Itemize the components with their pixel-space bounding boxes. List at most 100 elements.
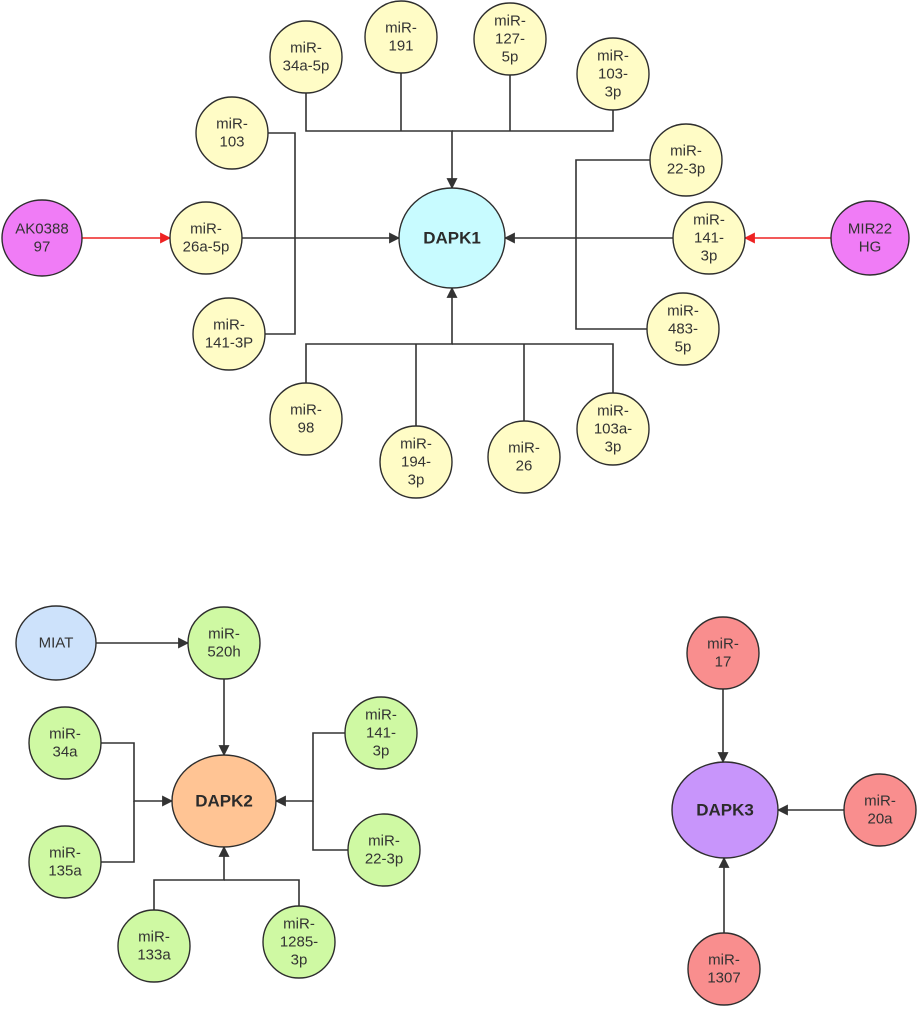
node-mir34a-circle: [28, 706, 102, 780]
node-mir22hg-label-line: MIR22: [848, 221, 892, 238]
node-mir1033p-label-line: 103-: [598, 66, 628, 83]
node-mir17[interactable]: miR-17: [686, 616, 760, 690]
edge-mir12853p-to-dapk2: [224, 879, 300, 906]
node-mir12853p-label-line: 3p: [291, 952, 308, 969]
node-mir1413p_c2-circle: [344, 696, 418, 770]
node-mir141_3p_left[interactable]: miR-141-3P: [192, 297, 266, 371]
edge-mir34a5p-to-dapk1: [305, 93, 458, 190]
node-mir1413p_right-circle: [672, 201, 746, 275]
node-mir26a5p[interactable]: miR-26a-5p: [169, 201, 243, 275]
node-mir223p_c2[interactable]: miR-22-3p: [347, 813, 421, 887]
node-mir26a5p-circle: [169, 201, 243, 275]
edge-mir135a-to-dapk2: [101, 801, 135, 863]
node-mir103[interactable]: miR-103: [195, 96, 269, 170]
node-mir1033p[interactable]: miR-103-3p: [576, 37, 650, 111]
node-mir103a3p-label-line: 3p: [605, 439, 622, 456]
node-mir17-label-line: miR-: [707, 636, 739, 653]
node-mir133a-label-line: miR-: [138, 929, 170, 946]
node-mir135a-label-line: miR-: [49, 845, 81, 862]
node-mir1307-label-line: miR-: [708, 952, 740, 969]
node-mir1943p[interactable]: miR-194-3p: [379, 425, 453, 499]
node-dapk2[interactable]: DAPK2: [171, 754, 277, 848]
node-mir1307-label-line: 1307: [707, 970, 740, 987]
edge-mir103-to-dapk1: [268, 132, 296, 238]
node-dapk3-label-line: DAPK3: [696, 801, 754, 820]
node-mir223p_c2-label-line: 22-3p: [365, 851, 403, 868]
node-mir1413p_right-label-line: 3p: [701, 248, 718, 265]
node-miat[interactable]: MIAT: [15, 605, 97, 681]
node-mir20a[interactable]: miR-20a: [843, 773, 917, 847]
node-mir1033p-label-line: miR-: [597, 48, 629, 65]
node-mir12853p-label-line: miR-: [283, 916, 315, 933]
node-mir191[interactable]: miR-191: [364, 0, 438, 74]
node-mir17-circle: [686, 616, 760, 690]
node-mir12853p-label-line: 1285-: [280, 934, 318, 951]
node-mir1943p-label-line: 194-: [401, 454, 431, 471]
node-mir103a3p[interactable]: miR-103a-3p: [576, 392, 650, 466]
node-ak038897-circle: [1, 199, 83, 277]
node-mir1413p_right[interactable]: miR-141-3p: [672, 201, 746, 275]
edge-mir4835p-to-dapk1: [575, 238, 647, 330]
edges: [82, 73, 844, 933]
node-mir1275p-label-line: 127-: [495, 31, 525, 48]
edge-mir223p_right-to-dapk1: [575, 159, 650, 238]
node-dapk2-circle: [171, 754, 277, 848]
node-mir98-label-line: miR-: [290, 402, 322, 419]
node-mir34a-label-line: miR-: [49, 726, 81, 743]
node-mir191-circle: [364, 0, 438, 74]
node-mir1413p_c2-label-line: 3p: [373, 743, 390, 760]
node-mir1275p-circle: [473, 2, 547, 76]
edge-mir98-to-dapk1: [305, 286, 458, 383]
node-miat-label-line: MIAT: [39, 635, 74, 652]
node-mir20a-label-line: miR-: [864, 793, 896, 810]
node-dapk1[interactable]: DAPK1: [398, 187, 506, 289]
node-mir520h[interactable]: miR-520h: [187, 606, 261, 680]
node-mir223p_right[interactable]: miR-22-3p: [649, 123, 723, 197]
node-mir17-label-line: 17: [715, 654, 732, 671]
edge-mir141_3p_left-to-dapk1: [265, 238, 296, 335]
node-mir34a[interactable]: miR-34a: [28, 706, 102, 780]
node-mir98[interactable]: miR-98: [269, 382, 343, 456]
node-mir12853p[interactable]: miR-1285-3p: [262, 905, 336, 979]
node-miat-circle: [15, 605, 97, 681]
node-mir20a-circle: [843, 773, 917, 847]
node-mir141_3p_left-label-line: miR-: [213, 317, 245, 334]
node-dapk1-circle: [398, 187, 506, 289]
node-mir1275p-label-line: 5p: [502, 49, 519, 66]
node-dapk3[interactable]: DAPK3: [671, 761, 779, 859]
node-mir1413p_c2-label-line: miR-: [365, 707, 397, 724]
node-mir26[interactable]: miR-26: [487, 420, 561, 494]
node-mir4835p-label-line: 483-: [668, 321, 698, 338]
node-mir1275p[interactable]: miR-127-5p: [473, 2, 547, 76]
node-mir103-circle: [195, 96, 269, 170]
node-dapk1-label-line: DAPK1: [423, 229, 481, 248]
node-mir135a[interactable]: miR-135a: [28, 825, 102, 899]
node-mir191-label-line: 191: [388, 38, 413, 55]
node-mir4835p[interactable]: miR-483-5p: [646, 292, 720, 366]
node-mir1033p-label-line: 3p: [605, 84, 622, 101]
node-mir103a3p-label-line: miR-: [597, 403, 629, 420]
node-mir133a-circle: [117, 909, 191, 983]
node-mir1307-circle: [687, 932, 761, 1006]
node-mir1943p-label-line: 3p: [408, 472, 425, 489]
node-mir34a-label-line: 34a: [52, 744, 78, 761]
node-mir133a[interactable]: miR-133a: [117, 909, 191, 983]
edge-mir103a3p-to-dapk1: [452, 343, 614, 393]
node-mir103a3p-circle: [576, 392, 650, 466]
node-dapk2-label-line: DAPK2: [195, 792, 253, 811]
node-ak038897-label-line: AK0388: [15, 221, 68, 238]
node-mir1413p_right-label-line: 141-: [694, 230, 724, 247]
node-mir223p_c2-circle: [347, 813, 421, 887]
node-mir22hg-label-line: HG: [859, 239, 882, 256]
node-mir520h-circle: [187, 606, 261, 680]
node-mir1413p_c2[interactable]: miR-141-3p: [344, 696, 418, 770]
node-mir4835p-circle: [646, 292, 720, 366]
node-mir34a5p[interactable]: miR-34a-5p: [269, 20, 343, 94]
node-mir4835p-label-line: miR-: [667, 303, 699, 320]
node-mir1307[interactable]: miR-1307: [687, 932, 761, 1006]
node-mir4835p-label-line: 5p: [675, 339, 692, 356]
node-mir520h-label-line: 520h: [207, 644, 240, 661]
